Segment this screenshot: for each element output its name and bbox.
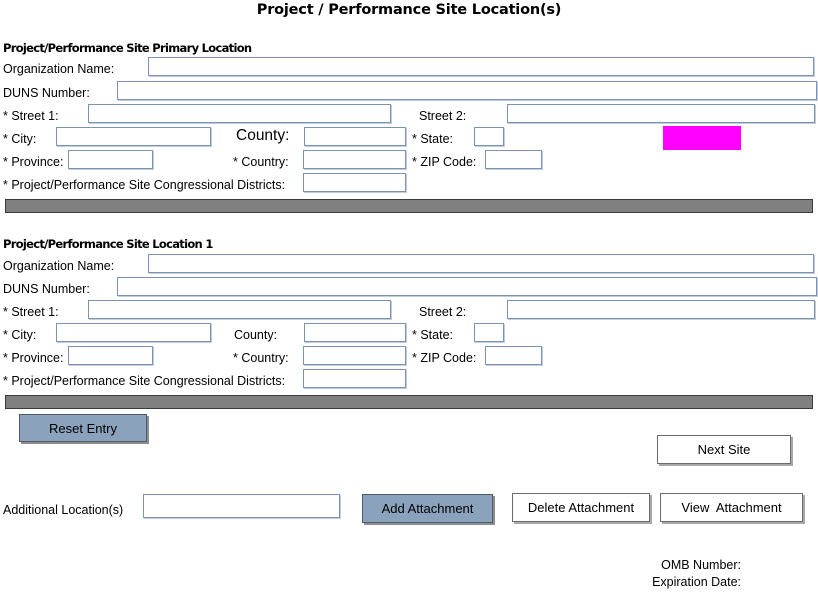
primary-organization-name-input[interactable] (148, 57, 814, 76)
primary-congressional-districts-input[interactable] (303, 173, 406, 192)
state-highlight-block (663, 126, 741, 150)
location1-duns-number-label: DUNS Number: (3, 282, 90, 296)
primary-congressional-districts-label: * Project/Performance Site Congressional… (3, 178, 286, 192)
omb-number-label: OMB Number: (661, 558, 741, 572)
primary-city-input[interactable] (56, 127, 211, 146)
primary-duns-number-label: DUNS Number: (3, 86, 90, 100)
primary-zip-code-label: * ZIP Code: (412, 155, 477, 169)
primary-duns-number-input[interactable] (117, 81, 817, 100)
next-site-button[interactable]: Next Site (657, 435, 791, 464)
primary-location-header: Project/Performance Site Primary Locatio… (3, 41, 252, 55)
reset-entry-button[interactable]: Reset Entry (19, 414, 147, 442)
expiration-date-label: Expiration Date: (652, 575, 741, 589)
location1-county-input[interactable] (304, 323, 406, 342)
location1-organization-name-label: Organization Name: (3, 259, 115, 273)
location1-street1-label: * Street 1: (3, 305, 59, 319)
location1-city-label: * City: (3, 328, 37, 342)
primary-city-label: * City: (3, 132, 37, 146)
section-separator-bar-2 (5, 395, 813, 409)
additional-locations-label: Additional Location(s) (3, 503, 124, 517)
primary-county-label: County: (236, 127, 290, 144)
location1-zip-code-input[interactable] (485, 346, 542, 365)
location1-duns-number-input[interactable] (117, 277, 817, 296)
additional-locations-input[interactable] (143, 494, 340, 518)
page-title: Project / Performance Site Location(s) (256, 2, 562, 18)
primary-street1-input[interactable] (88, 104, 391, 123)
location1-header: Project/Performance Site Location 1 (3, 237, 213, 251)
primary-state-input[interactable] (474, 127, 504, 146)
location1-organization-name-input[interactable] (148, 254, 814, 273)
primary-county-input[interactable] (304, 127, 406, 146)
location1-country-input[interactable] (303, 346, 406, 365)
location1-street1-input[interactable] (88, 300, 391, 319)
primary-street2-label: Street 2: (419, 109, 467, 123)
primary-province-label: * Province: (3, 155, 64, 169)
section-separator-bar-1 (5, 199, 813, 213)
location1-province-label: * Province: (3, 351, 64, 365)
primary-zip-code-input[interactable] (485, 150, 542, 169)
location1-state-input[interactable] (474, 323, 504, 342)
location1-congressional-districts-label: * Project/Performance Site Congressional… (3, 374, 286, 388)
location1-state-label: * State: (412, 328, 453, 342)
location1-country-label: * Country: (233, 351, 289, 365)
location1-street2-input[interactable] (507, 300, 815, 319)
location1-congressional-districts-input[interactable] (303, 369, 406, 388)
primary-country-input[interactable] (303, 150, 406, 169)
primary-organization-name-label: Organization Name: (3, 62, 115, 76)
location1-zip-code-label: * ZIP Code: (412, 351, 477, 365)
add-attachment-button[interactable]: Add Attachment (362, 494, 493, 523)
primary-state-label: * State: (412, 132, 453, 146)
primary-province-input[interactable] (68, 150, 153, 169)
location1-county-label: County: (234, 328, 278, 342)
delete-attachment-button[interactable]: Delete Attachment (512, 493, 650, 522)
location1-province-input[interactable] (68, 346, 153, 365)
location1-city-input[interactable] (56, 323, 211, 342)
primary-street1-label: * Street 1: (3, 109, 59, 123)
primary-street2-input[interactable] (507, 104, 815, 123)
location1-street2-label: Street 2: (419, 305, 467, 319)
view-attachment-button[interactable]: View Attachment (660, 493, 803, 522)
primary-country-label: * Country: (233, 155, 289, 169)
